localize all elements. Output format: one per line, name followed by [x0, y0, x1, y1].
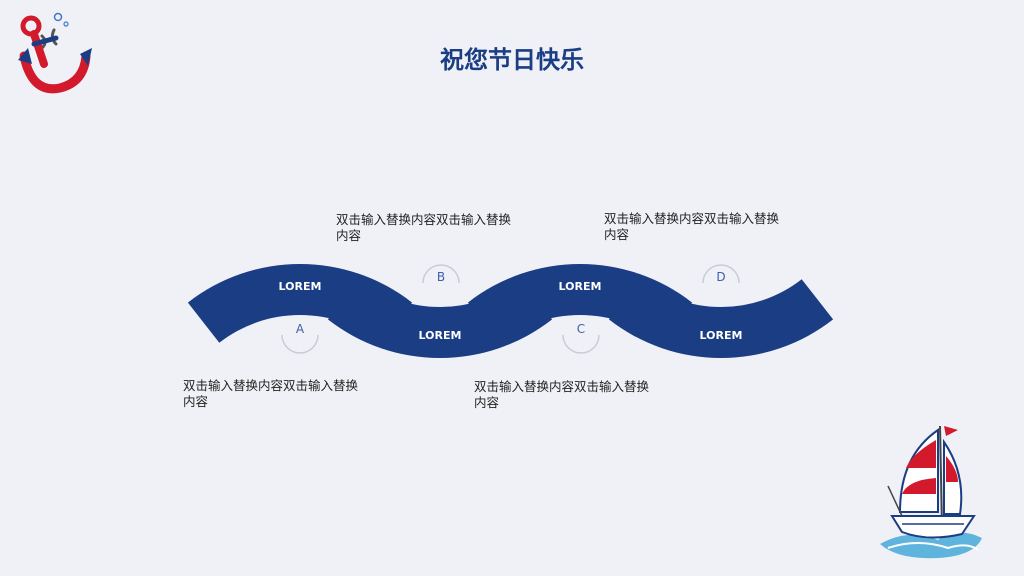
letter-circle-d — [702, 264, 740, 284]
letter-circle-a — [281, 334, 319, 354]
segment-label-d: LOREM — [700, 329, 743, 342]
caption-d: 双击输入替换内容双击输入替换内容 — [604, 211, 780, 242]
sailboat-icon — [880, 425, 982, 559]
wave-segment-d — [608, 279, 834, 359]
step-letter-b: B — [437, 270, 445, 284]
segment-label-b: LOREM — [419, 329, 462, 342]
step-letter-c: C — [577, 322, 585, 336]
caption-b: 双击输入替换内容双击输入替换内容 — [336, 212, 512, 243]
caption-c: 双击输入替换内容双击输入替换内容 — [474, 379, 650, 410]
segment-label-a: LOREM — [279, 280, 322, 293]
caption-a: 双击输入替换内容双击输入替换内容 — [183, 378, 359, 409]
step-letter-a: A — [296, 322, 305, 336]
anchor-icon — [18, 12, 92, 94]
page-title: 祝您节日快乐 — [440, 46, 584, 74]
letter-circle-b — [422, 264, 460, 284]
segment-label-c: LOREM — [559, 280, 602, 293]
step-letter-d: D — [716, 270, 725, 284]
letter-circle-c — [562, 334, 600, 354]
